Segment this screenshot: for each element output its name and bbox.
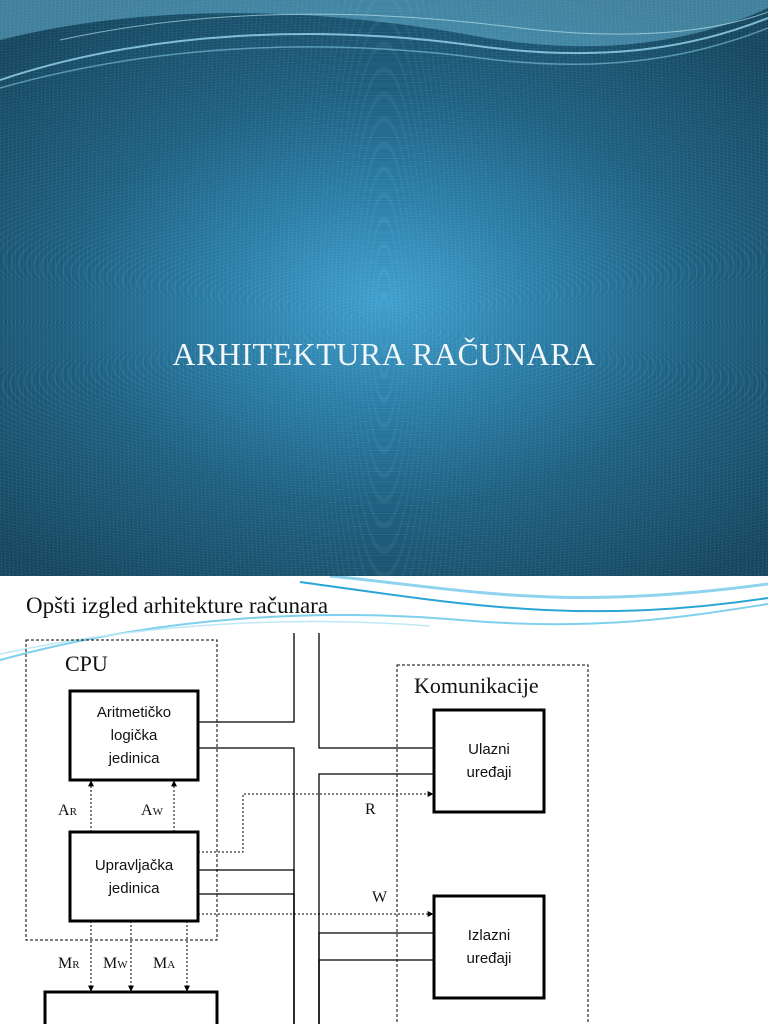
- control-signal-lines: [88, 780, 434, 992]
- title-swoosh-decoration: [0, 0, 768, 89]
- input-devices-block: [432, 708, 546, 814]
- signal-r-label: R: [365, 801, 376, 818]
- communication-group-label: Komunikacije: [414, 673, 539, 698]
- signal-mw-label: MW: [103, 955, 128, 972]
- control-unit-block: [68, 830, 200, 923]
- alu-label: Aritmetičko logička jedinica: [96, 704, 172, 767]
- signal-mr-label: MR: [58, 955, 80, 972]
- architecture-diagram: [0, 576, 768, 1024]
- title-slide: ARHITEKTURA RAČUNARA: [0, 0, 768, 576]
- memory-block: [43, 990, 219, 1024]
- signal-ar-label: AR: [58, 802, 77, 819]
- ripple-pattern: [0, 0, 768, 576]
- alu-block: [68, 689, 200, 782]
- memory-label: [45, 992, 217, 1024]
- control-unit-label: Upravljačka jedinica: [94, 856, 174, 897]
- signal-ma-label: MA: [153, 955, 176, 972]
- signal-aw-label: AW: [141, 802, 163, 819]
- input-devices-label: Ulazni uređaji: [466, 741, 512, 781]
- cpu-group-label: CPU: [65, 651, 108, 676]
- output-devices-label: Izlazni uređaji: [466, 927, 512, 967]
- diagram-slide: Opšti izgled arhitekture računara CPU Ko…: [0, 576, 768, 1024]
- bus-lines: [198, 633, 434, 1024]
- output-devices-block: [432, 894, 546, 1000]
- diagram-heading: Opšti izgled arhitekture računara: [26, 593, 329, 618]
- cpu-group-outline: [25, 639, 218, 941]
- header-swoosh-decoration: [0, 576, 768, 661]
- communication-group-outline: [396, 664, 589, 1024]
- slide-title: ARHITEKTURA RAČUNARA: [172, 336, 596, 372]
- signal-w-label: W: [372, 889, 388, 906]
